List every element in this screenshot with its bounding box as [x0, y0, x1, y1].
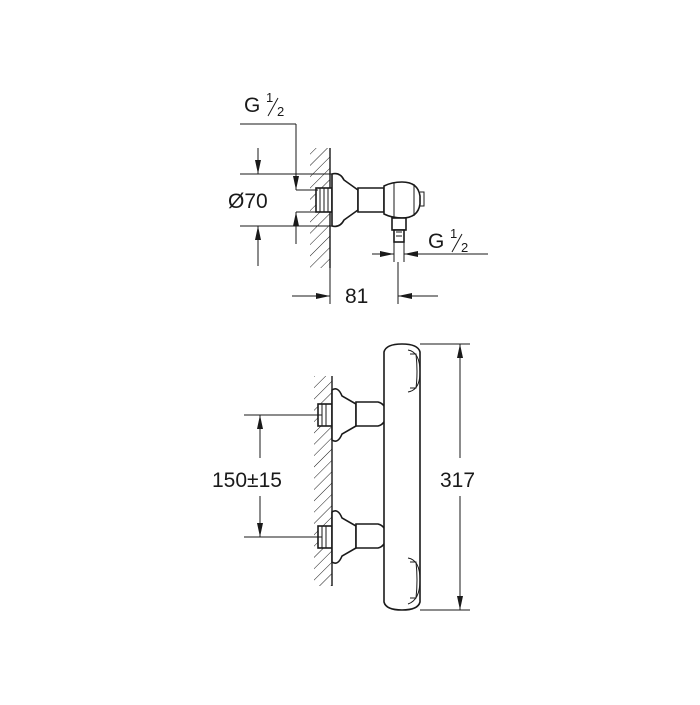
inlet-thread-numerator: 1 — [266, 90, 273, 105]
outlet-spout-top — [391, 217, 407, 243]
dim-outlet-thread — [372, 242, 488, 262]
inlet-stub-top — [315, 187, 333, 213]
flange-top — [331, 172, 359, 228]
inlet-thread-denominator: 2 — [277, 104, 284, 119]
dim-projection — [292, 262, 438, 304]
dim-inlet-spacing — [244, 414, 322, 538]
thermostat-bar-front — [383, 343, 421, 611]
mixer-body-top — [383, 181, 425, 219]
dim-inlet-thread — [240, 123, 318, 244]
dim-overall-height — [420, 343, 470, 611]
inlet-spacing-label: 150±15 — [212, 469, 282, 492]
projection-label: 81 — [345, 285, 368, 308]
dim-flange-diameter — [240, 148, 334, 266]
outlet-thread-denominator: 2 — [461, 240, 468, 255]
connector-body-top — [357, 187, 385, 213]
outlet-thread-numerator: 1 — [450, 226, 457, 241]
front-view: 150±15 317 — [212, 343, 475, 611]
inlet-thread-letter: G — [244, 94, 260, 117]
top-view: G 1 2 Ø70 G 1 2 — [228, 90, 488, 308]
outlet-thread-letter: G — [428, 230, 444, 253]
flange-diameter-label: Ø70 — [228, 190, 268, 213]
overall-height-label: 317 — [440, 469, 475, 492]
upper-inlet-front — [317, 388, 387, 442]
outlet-thread-label: G 1 2 — [428, 226, 468, 255]
inlet-thread-label: G 1 2 — [244, 90, 284, 119]
